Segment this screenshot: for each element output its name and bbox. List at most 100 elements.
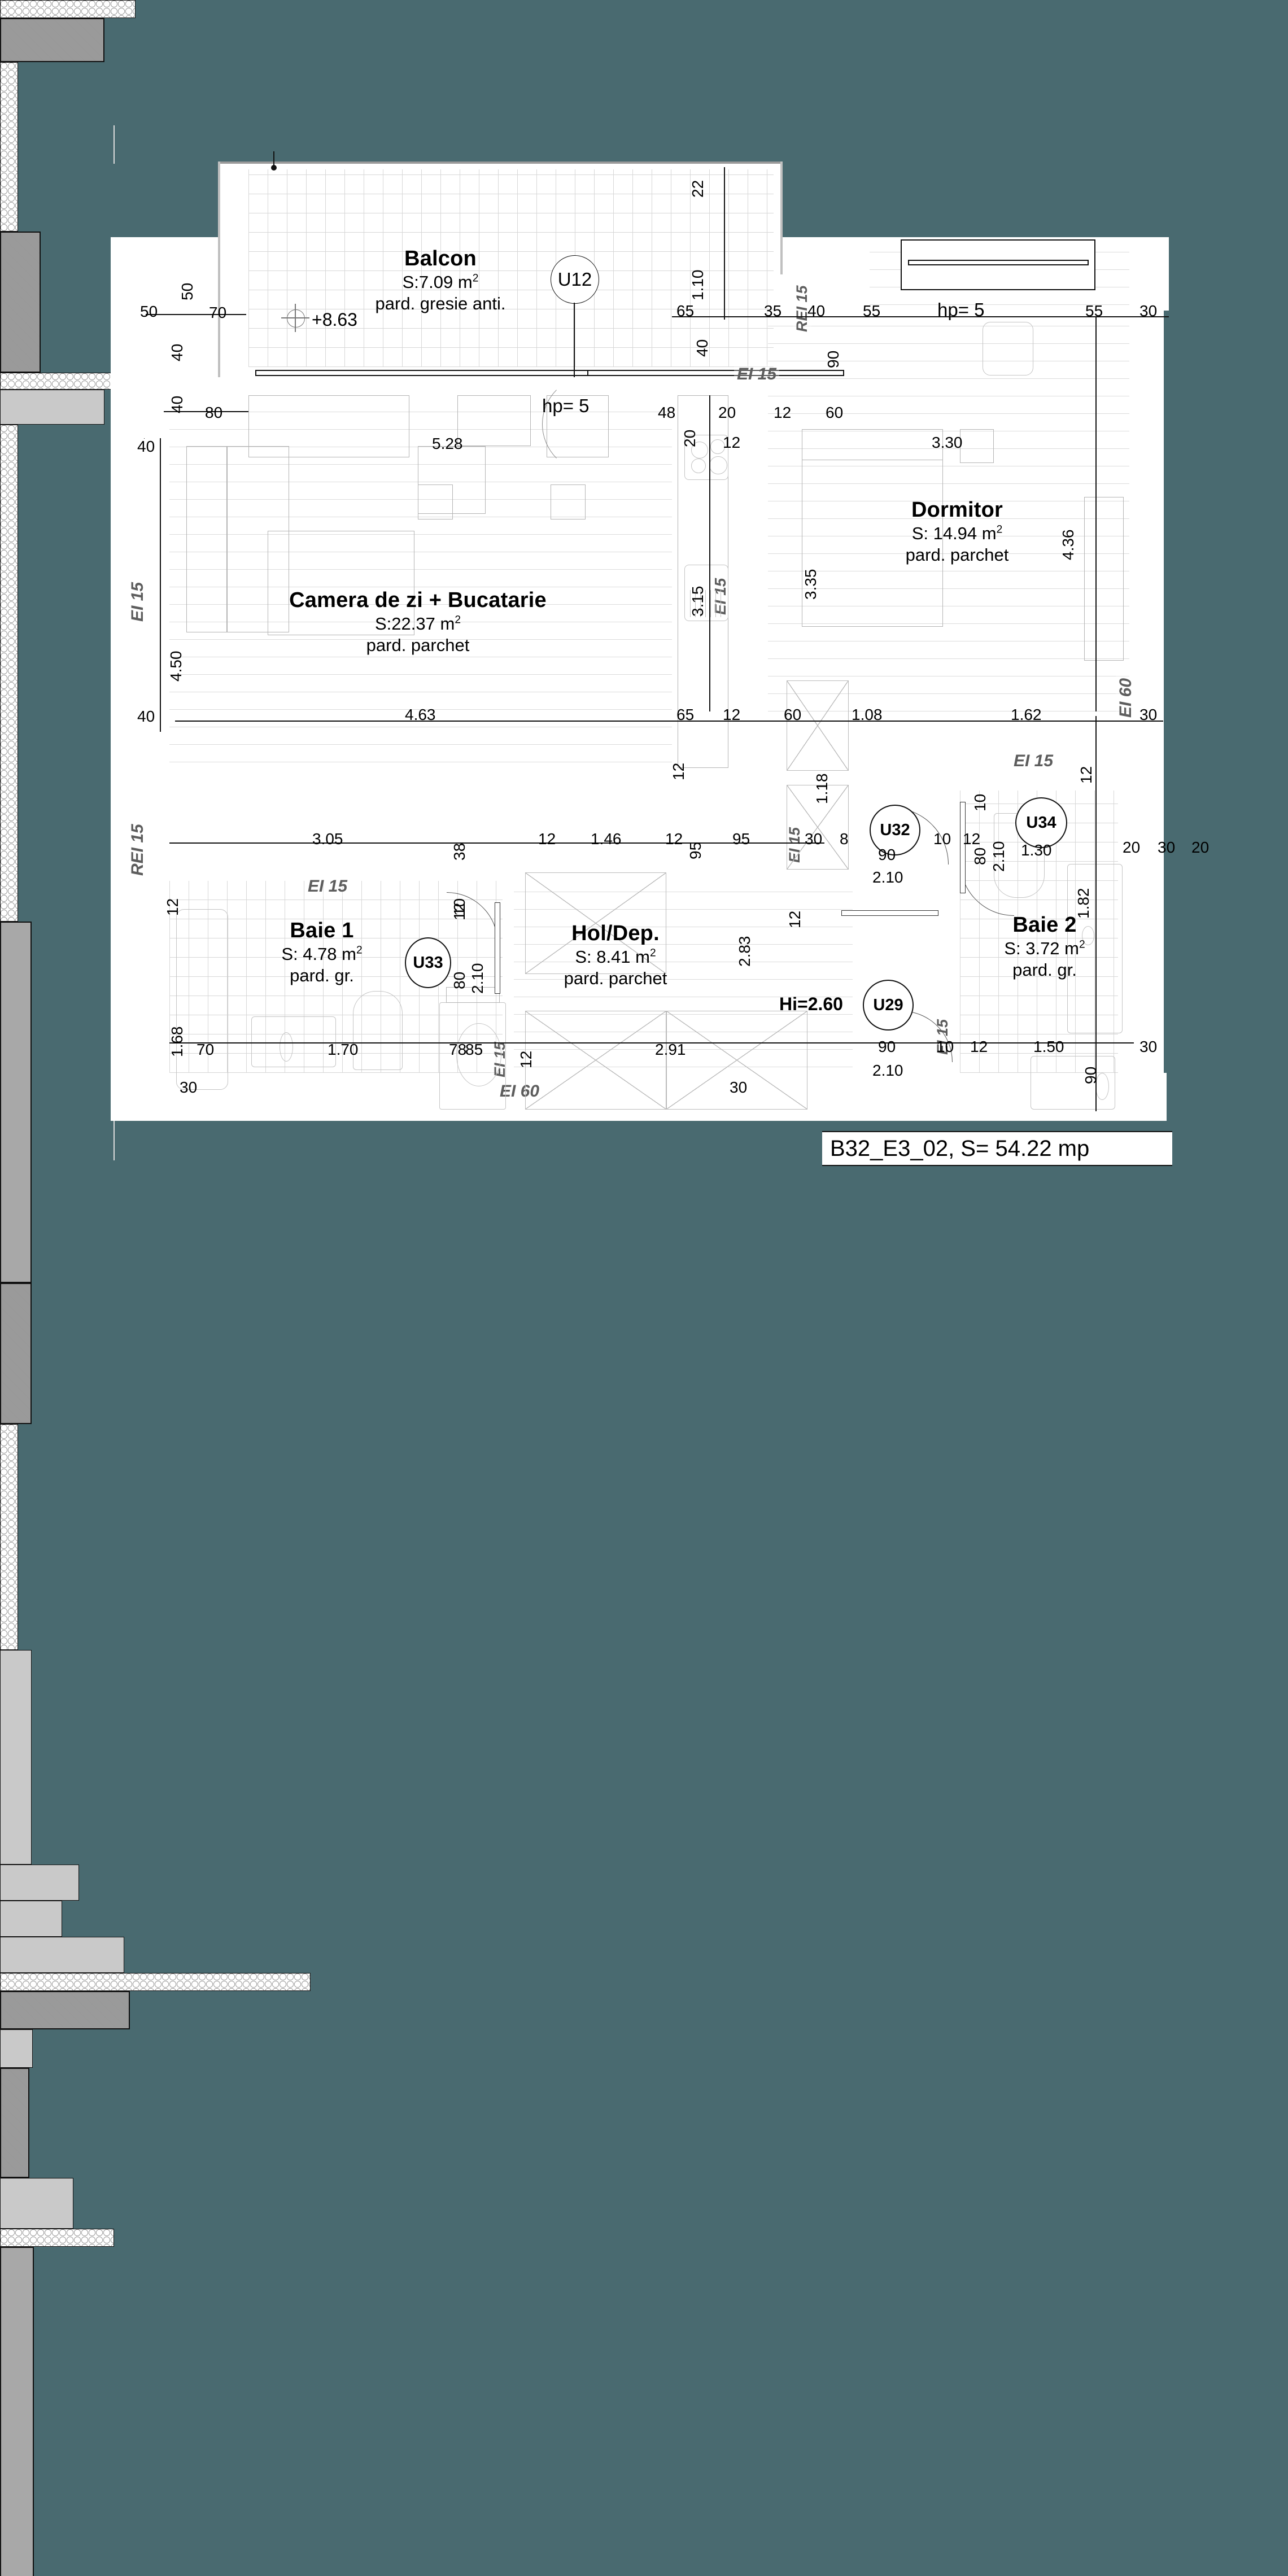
wall-under-balcony-left <box>0 1865 79 1901</box>
level-marker-cross-v <box>295 304 296 332</box>
level-marker-symbol <box>287 309 305 328</box>
dim-130-u34: 1.30 <box>1021 841 1052 859</box>
dim-210-u34: 2.10 <box>990 841 1007 872</box>
dim-8: 8 <box>840 830 849 848</box>
room-area-living: S:22.37 m2 <box>375 614 461 634</box>
balcony-parapet <box>218 161 783 164</box>
dim-12-bath1l: 12 <box>164 898 181 916</box>
dim-50b: 50 <box>140 303 158 320</box>
bedroom-floor-texture <box>768 316 1129 711</box>
wall-rei15-top-right <box>0 1991 130 2029</box>
dim-40d: 40 <box>137 708 155 725</box>
sofa-back <box>227 446 289 632</box>
dim-210-u29: 2.10 <box>872 1062 903 1079</box>
room-label-baie2: Baie 2 S: 3.72 m2 pard. gr. <box>968 912 1121 981</box>
room-area-baie1: S: 4.78 m2 <box>281 944 363 964</box>
door-tag-u29[interactable]: U29 <box>863 980 914 1031</box>
dim-10-u29: 10 <box>936 1038 954 1055</box>
wall-rei15-vertical <box>0 2068 29 2178</box>
wall-under-balcony-right <box>0 1901 62 1937</box>
wall-rei15-top-left <box>0 18 104 62</box>
dim-170: 1.70 <box>328 1041 359 1058</box>
room-name-baie1: Baie 1 <box>290 919 354 942</box>
room-area-balcon: S:7.09 m2 <box>402 272 479 292</box>
bath1-shelf <box>446 987 500 1003</box>
wall-ei15-kitchen-top <box>0 1937 124 1973</box>
dim-146: 1.46 <box>591 830 622 848</box>
dim-65-mid: 65 <box>676 706 695 723</box>
wall-insulation-topright <box>0 1973 311 1991</box>
nightstand <box>960 429 994 463</box>
dim-12-baie2top: 12 <box>1077 766 1095 784</box>
dim-30-right: 30 <box>1158 839 1176 856</box>
dimline-bottom2 <box>756 1042 1134 1044</box>
room-finish-balcon: pard. gresie anti. <box>375 294 506 314</box>
room-finish-hol: pard. parchet <box>564 968 667 989</box>
bathtub <box>176 909 228 1090</box>
dim-22: 22 <box>689 180 706 198</box>
dim-12-h1: 12 <box>538 830 556 848</box>
room-name-baie2: Baie 2 <box>1012 913 1077 937</box>
shower-drain <box>1082 926 1094 945</box>
ei-tag-ei60-right: EI 60 <box>1116 675 1136 721</box>
dim-38: 38 <box>451 842 468 861</box>
dim-291: 2.91 <box>655 1041 686 1058</box>
bedroom-window-glass <box>908 260 1089 265</box>
cooktop-burner-1 <box>691 442 708 459</box>
ei-tag-rei15-left: REI 15 <box>128 821 148 879</box>
dim-40c: 40 <box>137 438 155 455</box>
room-name-hol: Hol/Dep. <box>571 922 660 945</box>
washbasin-1-bowl <box>280 1032 293 1062</box>
dim-10-u33: 10 <box>451 898 468 916</box>
dimline-top-left2 <box>164 411 248 412</box>
door-tag-u34[interactable]: U34 <box>1015 797 1067 848</box>
room-area-hol: S: 8.41 m2 <box>575 947 656 967</box>
dimline-living-bottom <box>175 721 683 722</box>
dim-10-u34: 10 <box>971 793 989 811</box>
ei-tag-kitchen-top: EI 15 <box>734 364 780 385</box>
wall-rei15-left-upper <box>0 232 41 373</box>
dim-10-u32: 10 <box>933 830 951 848</box>
door-tag-u32[interactable]: U32 <box>870 805 920 855</box>
dim-60-top: 60 <box>826 404 844 421</box>
dim-168: 1.68 <box>168 1026 186 1058</box>
dining-table <box>418 446 486 514</box>
dim-living-h: 4.50 <box>167 650 185 682</box>
dim-12-top: 12 <box>774 404 792 421</box>
wall-light-topleft <box>0 390 104 425</box>
dim-85: 85 <box>465 1041 483 1058</box>
dim-kitchen-wall-h: 3.15 <box>689 586 706 617</box>
washbasin-2 <box>1031 1056 1115 1110</box>
wall-top-right-end <box>0 2178 73 2229</box>
cooktop <box>684 435 728 480</box>
dim-12-hallvert: 12 <box>786 910 804 928</box>
left-dim-margin <box>111 237 173 1115</box>
washer-1-drum <box>456 1023 501 1086</box>
wall-insulation-topleft <box>0 0 136 18</box>
door-tag-u33[interactable]: U33 <box>405 937 451 988</box>
room-area-dormitor: S: 14.94 m2 <box>911 523 1003 544</box>
bed-headboard <box>802 429 943 460</box>
dim-60-mid: 60 <box>784 706 802 723</box>
balcony-parapet-left <box>218 161 220 377</box>
guide-line-left2 <box>113 1121 115 1160</box>
dim-118: 1.18 <box>813 773 831 805</box>
dim-70-bath: 70 <box>197 1041 215 1058</box>
dim-bed-inner: 3.35 <box>802 569 819 600</box>
living-rug <box>268 531 414 635</box>
dimline-top22 <box>724 167 725 320</box>
sofa <box>186 446 227 632</box>
hall-closet-1 <box>525 872 666 974</box>
door-leaf-u34 <box>960 802 966 893</box>
dim-40-top2: 40 <box>807 302 826 320</box>
room-label-hol: Hol/Dep. S: 8.41 m2 pard. parchet <box>519 920 711 989</box>
dining-chair-2 <box>551 484 586 519</box>
dim-30-baie2: 30 <box>1139 1038 1158 1055</box>
dim-12-mid2: 12 <box>670 762 687 780</box>
title-block: B32_E3_02, S= 54.22 mp <box>822 1131 1172 1166</box>
dim-90-top: 90 <box>824 350 842 368</box>
door-tag-u12[interactable]: U12 <box>551 255 599 304</box>
dimline-right-vert <box>1095 716 1097 1111</box>
door-leaf-u32 <box>841 910 938 916</box>
desk-chair <box>983 322 1033 376</box>
